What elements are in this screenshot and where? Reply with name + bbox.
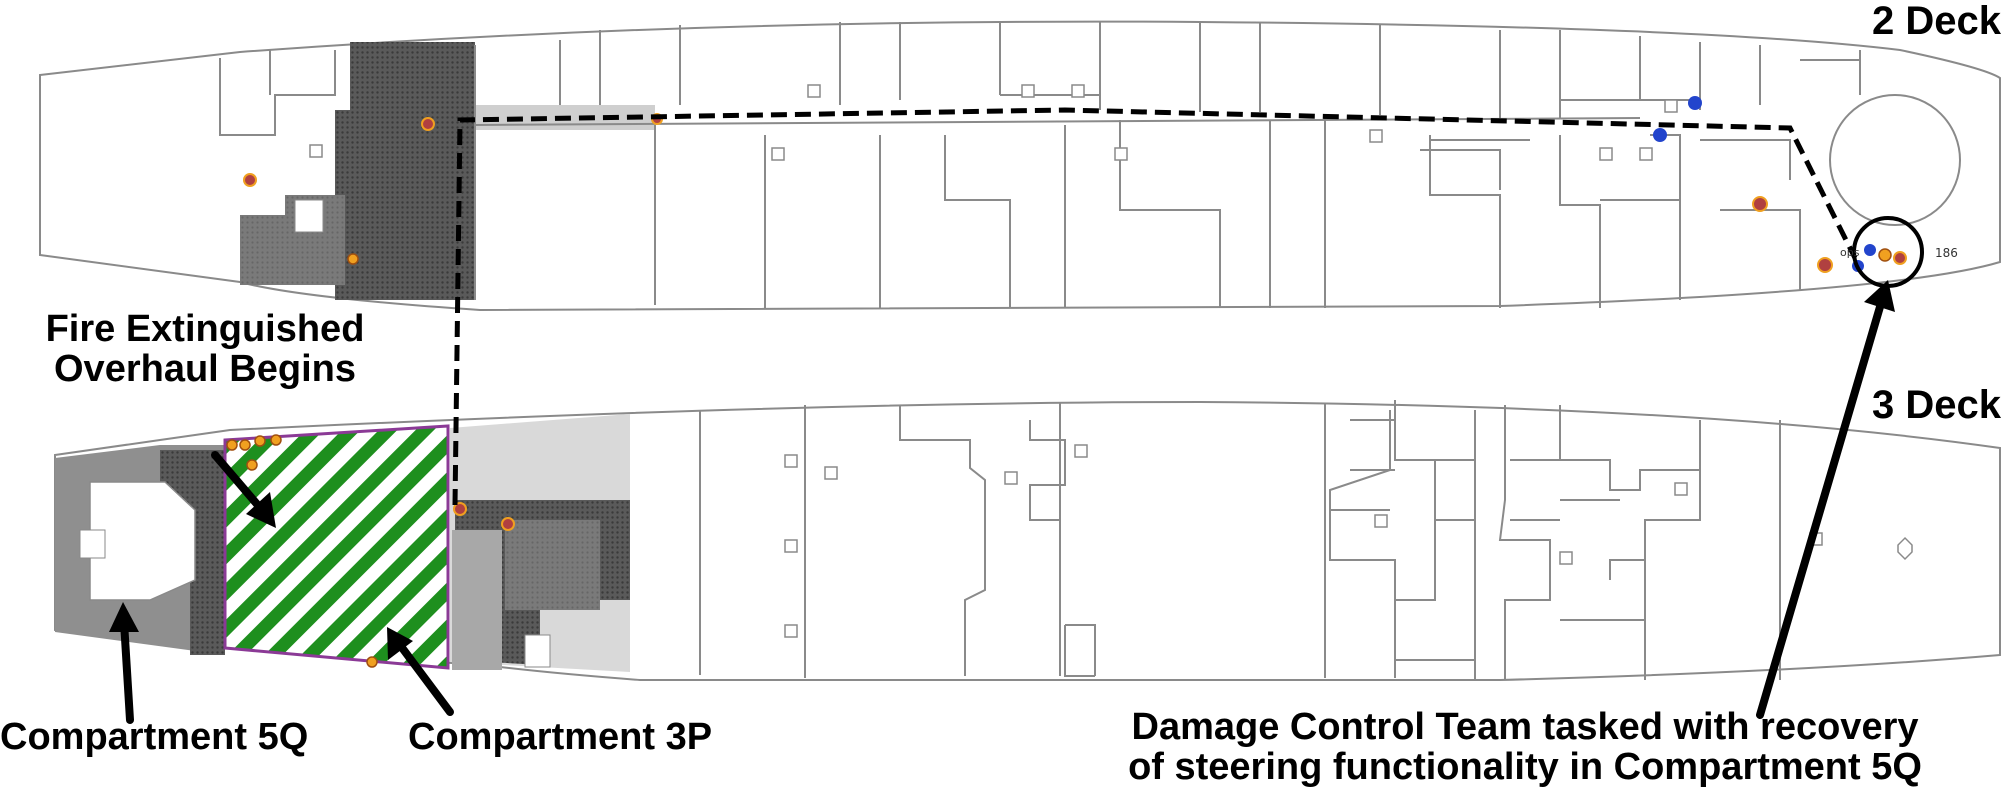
deck-2-hull — [39, 20, 2001, 312]
deck-2-label: 2 Deck — [1872, 0, 2001, 43]
damage-control-route — [452, 107, 1858, 506]
damage-control-callout-line2: of steering functionality in Compartment… — [1128, 745, 1922, 788]
fire-callout-line2: Overhaul Begins — [54, 347, 356, 390]
sprinkler-icon — [453, 502, 467, 516]
fire-callout: Fire Extinguished Overhaul Begins — [20, 308, 390, 390]
deck-3-hatch — [1897, 536, 1913, 561]
fire-callout-line1: Fire Extinguished — [45, 308, 365, 350]
deck-3-label: 3 Deck — [1872, 383, 2001, 427]
compartment-5q-label: Compartment 5Q — [0, 716, 309, 758]
deck-2-plan — [39, 20, 2001, 312]
deck-2-trunk — [1829, 94, 1961, 226]
damage-control-callout: Damage Control Team tasked with recovery… — [1050, 706, 2000, 788]
compartment-3p-label: Compartment 3P — [408, 716, 713, 758]
compartment-3p-hatched — [223, 424, 450, 670]
compartment-5q-interior — [89, 481, 196, 601]
near-target-label: ops — [1840, 246, 1860, 259]
fire-station-icon — [243, 173, 257, 187]
arrow-icon — [120, 296, 1886, 724]
damage-control-callout-line1: Damage Control Team tasked with recovery — [1131, 706, 1919, 748]
deck-3-plan — [54, 400, 2001, 681]
frame-number-label: 186 — [1935, 246, 1958, 260]
team-marker-icon — [1688, 96, 1702, 110]
